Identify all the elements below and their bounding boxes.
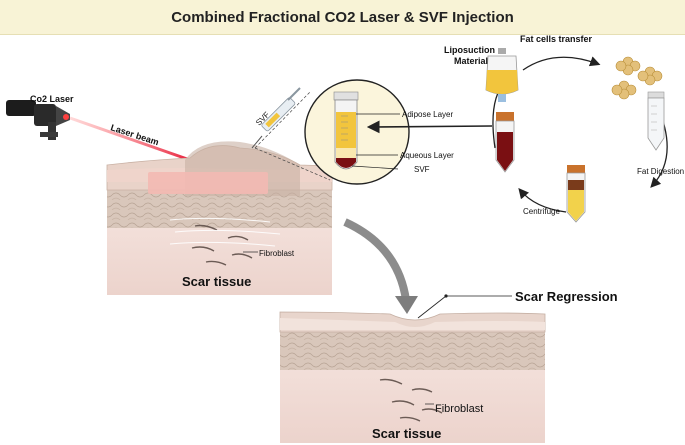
cycle-arrow-1 [522,56,601,71]
centrifuge-label: Centrifuge [523,207,560,216]
fat-digestion-label: Fat Digestion [637,167,684,176]
skin-block-bottom [279,311,546,443]
adipose-layer-label: Adipose Layer [402,110,453,119]
liposuction-label-line2: Material [454,56,488,66]
scar-tissue-label-bottom: Scar tissue [372,426,441,441]
progression-arrow-head [395,296,418,314]
svf-collection-tube [495,112,515,173]
cycle-arrow-3 [518,188,567,213]
title-banner: Combined Fractional CO2 Laser & SVF Inje… [0,0,685,35]
progression-arrow-body [343,218,410,301]
separated-sample-tube [333,91,359,170]
transfer-arrow [366,120,493,134]
centrifuge-tube [566,165,586,223]
svf-label: SVF [414,165,430,174]
fat-cells-transfer-label: Fat cells transfer [520,34,593,44]
digestion-tube [647,91,665,151]
fat-cell-clusters [611,56,663,100]
co2-laser-label: Co2 Laser [30,94,74,104]
zoom-guide-bottom [254,147,331,181]
liposuction-bag [485,48,519,102]
scar-regression-pointer-d [417,295,447,319]
zoom-guide-top [254,91,311,149]
fibroblast-label-bottom: Fibroblast [435,403,483,415]
skin-block-top [106,141,333,295]
scar-regression-label: Scar Regression [515,289,618,304]
scar-regression-pointer-dot [444,294,448,298]
scar-tissue-label-top: Scar tissue [182,274,251,289]
laser-beam [69,116,191,162]
svf-pointer [351,165,399,170]
svf-syringe [251,87,301,149]
fibroblast-label-top: Fibroblast [259,249,295,258]
co2-laser-device [6,100,70,140]
aqueous-layer-label: Aqueous Layer [400,151,454,160]
liposuction-label-line1: Liposuction [444,45,495,55]
diagram-title: Combined Fractional CO2 Laser & SVF Inje… [171,8,514,26]
